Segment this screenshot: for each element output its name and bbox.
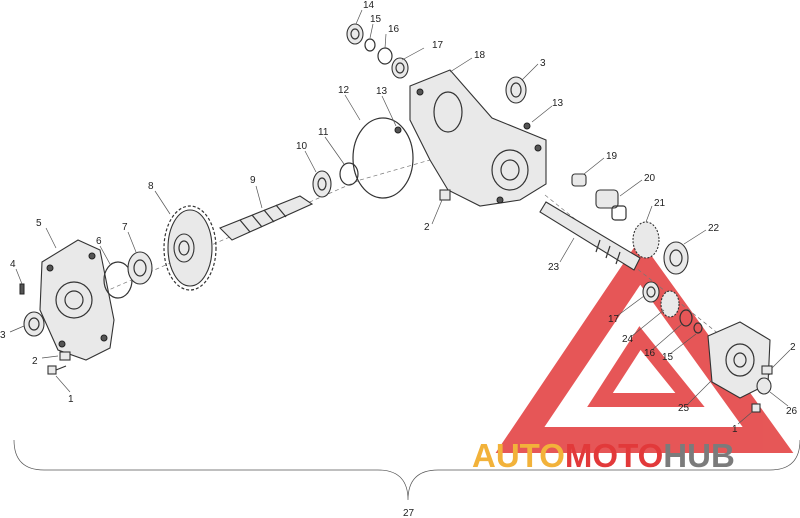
callout-4: 4	[10, 259, 16, 270]
callout-9: 9	[250, 175, 256, 186]
gear-20	[595, 189, 627, 221]
gear-21	[632, 221, 660, 259]
bearing-17-low	[642, 281, 660, 303]
washer-16-low	[679, 309, 693, 327]
watermark-triangle-inner	[587, 326, 705, 407]
callout-13-b: 13	[552, 98, 564, 109]
seal-left	[23, 311, 45, 337]
bushing-right	[761, 365, 773, 375]
callout-15-top: 15	[370, 14, 382, 25]
right-cover-25	[707, 321, 771, 399]
callout-10: 10	[296, 141, 308, 152]
callout-26: 26	[786, 406, 798, 417]
callout-2-right: 2	[790, 342, 796, 353]
screw-13b	[523, 122, 531, 130]
callout-13-a: 13	[376, 86, 388, 97]
callout-16-top: 16	[388, 24, 400, 35]
seal-14	[346, 23, 364, 45]
output-shaft-9	[219, 195, 314, 241]
watermark-triangle-outer	[495, 239, 794, 453]
callout-3-top: 3	[540, 58, 546, 69]
gear-24	[660, 290, 680, 318]
bushing-left	[59, 351, 71, 361]
callout-8: 8	[148, 181, 154, 192]
callout-11: 11	[318, 127, 329, 138]
callout-27: 27	[403, 508, 415, 518]
bearing-22	[663, 241, 689, 275]
callout-17-top: 17	[432, 40, 444, 51]
bushing-mid	[439, 189, 451, 201]
bearing-17-top	[391, 57, 409, 79]
callout-16-low: 16	[644, 348, 656, 359]
callout-21: 21	[654, 198, 666, 209]
assembly-brace	[13, 439, 800, 501]
snap-ring-11	[339, 162, 359, 186]
main-gearcase-18	[409, 69, 547, 207]
bushing-19	[571, 173, 587, 187]
bolt-left	[47, 365, 67, 375]
bearing-10	[312, 170, 332, 198]
input-shaft-23	[539, 201, 641, 271]
leader-lines	[9, 9, 791, 425]
callout-7: 7	[122, 222, 128, 233]
callout-24: 24	[622, 334, 634, 345]
callout-18: 18	[474, 50, 486, 61]
ring-15-low	[693, 322, 703, 334]
callout-1-right: 1	[732, 424, 738, 435]
seal-26	[756, 377, 772, 395]
callout-14: 14	[363, 0, 375, 11]
callout-1-left: 1	[68, 394, 74, 405]
callout-22: 22	[708, 223, 720, 234]
callout-5: 5	[36, 218, 42, 229]
seal-top	[505, 76, 527, 104]
gasket-12	[352, 117, 414, 199]
callout-3-left: 3	[0, 330, 6, 341]
screw-13a	[394, 126, 402, 134]
callout-2-left: 2	[32, 356, 38, 367]
callout-12: 12	[338, 85, 350, 96]
callout-19: 19	[606, 151, 618, 162]
washer-16-top	[377, 47, 393, 65]
bolt-right	[751, 403, 761, 413]
watermark-auto: AUTO	[472, 437, 565, 474]
callout-25: 25	[678, 403, 690, 414]
callout-17-low: 17	[608, 314, 620, 325]
watermark-hub: HUB	[663, 437, 735, 474]
callout-20: 20	[644, 173, 656, 184]
callout-23: 23	[548, 262, 560, 273]
ring-gear-8	[163, 205, 217, 291]
bearing-7	[127, 251, 153, 285]
left-cover-housing	[39, 239, 115, 361]
watermark-moto: MOTO	[565, 437, 663, 474]
callout-6: 6	[96, 236, 102, 247]
dowel-pin-left	[19, 283, 25, 295]
callout-2-mid: 2	[424, 222, 430, 233]
ring-15-top	[364, 38, 376, 52]
callout-15-low: 15	[662, 352, 674, 363]
watermark-text: AUTOMOTOHUB	[472, 437, 735, 474]
watermark-logo	[495, 239, 794, 453]
